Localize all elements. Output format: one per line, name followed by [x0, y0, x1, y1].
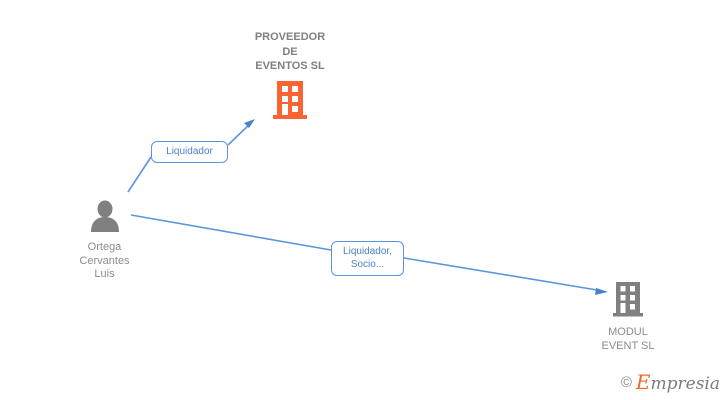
node-provider-company[interactable]: PROVEEDOR DE EVENTOS SL — [222, 30, 358, 125]
edge-line-person-to-label-liquidador — [127, 156, 152, 193]
building-icon — [222, 80, 358, 125]
edge-label-liquidador[interactable]: Liquidador — [151, 141, 228, 163]
copyright-icon: © — [620, 374, 632, 391]
modul-company-name-label: MODUL EVENT SL — [601, 326, 655, 352]
person-icon — [62, 200, 147, 237]
provider-company-title: PROVEEDOR DE EVENTOS SL — [254, 31, 326, 72]
node-person-ortega-cervantes-luis[interactable]: Ortega Cervantes Luis — [62, 200, 147, 282]
edge-label-liquidador-socio[interactable]: Liquidador, Socio... — [331, 241, 404, 276]
building-icon — [583, 281, 673, 322]
edge-line-label-to-modul — [403, 257, 604, 292]
person-name-label: Ortega Cervantes Luis — [79, 241, 130, 280]
brand-wordmark: Empresia — [636, 372, 720, 393]
edge-line-person-to-label-socio — [130, 214, 332, 251]
empresia-watermark: © Empresia — [621, 372, 720, 393]
brand-rest: mpresia — [650, 374, 721, 394]
arrowhead-to-modul — [595, 288, 608, 295]
node-modul-company[interactable]: MODUL EVENT SL — [583, 281, 673, 353]
arrowhead-to-provider — [244, 119, 255, 128]
brand-initial: E — [635, 370, 651, 394]
